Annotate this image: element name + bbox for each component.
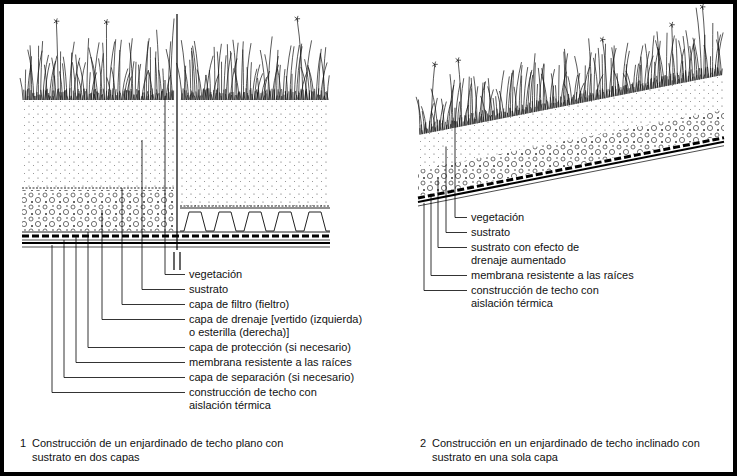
leader-line bbox=[142, 140, 185, 290]
leader-line bbox=[446, 146, 467, 232]
vegetation-strokes bbox=[20, 4, 723, 135]
leader-lines bbox=[52, 80, 467, 393]
leader-line bbox=[64, 240, 185, 378]
part-label: sustrato bbox=[188, 283, 229, 296]
part-label: membrana resistente a las raíces bbox=[188, 356, 353, 369]
leader-line bbox=[165, 80, 185, 275]
caption-text: Construcción en un enjardinado de techo … bbox=[432, 436, 722, 464]
part-label: capa de drenaje [vertido (izquierda) o e… bbox=[188, 313, 370, 339]
part-label: construcción de techo con aislación térm… bbox=[470, 284, 600, 310]
leader-line bbox=[455, 108, 467, 218]
part-label: capa de protección (si necesario) bbox=[188, 341, 352, 354]
part-label: sustrato bbox=[470, 226, 511, 239]
leader-line bbox=[52, 245, 185, 393]
leader-line bbox=[88, 232, 185, 348]
leader-line bbox=[122, 188, 185, 305]
leader-line bbox=[76, 236, 185, 363]
caption-text: Construcción de un enjardinado de techo … bbox=[32, 436, 317, 464]
part-label: vegetación bbox=[188, 268, 243, 281]
caption-number: 2 bbox=[420, 436, 432, 450]
leader-line bbox=[424, 203, 467, 291]
caption-number: 1 bbox=[20, 436, 32, 450]
leader-line bbox=[102, 210, 185, 320]
part-label: sustrato con efecto de drenaje aumentado bbox=[470, 241, 612, 267]
sloped-roof-section bbox=[418, 75, 724, 206]
part-label: vegetación bbox=[470, 211, 525, 224]
part-label: construcción de techo con aislación térm… bbox=[188, 386, 318, 412]
flat-roof-section bbox=[22, 14, 330, 270]
leader-line bbox=[431, 195, 467, 275]
leader-line bbox=[438, 179, 467, 247]
part-label: capa de filtro (fieltro) bbox=[188, 298, 290, 311]
part-label: capa de separación (si necesario) bbox=[188, 371, 355, 384]
part-label: membrana resistente a las raíces bbox=[470, 269, 635, 282]
